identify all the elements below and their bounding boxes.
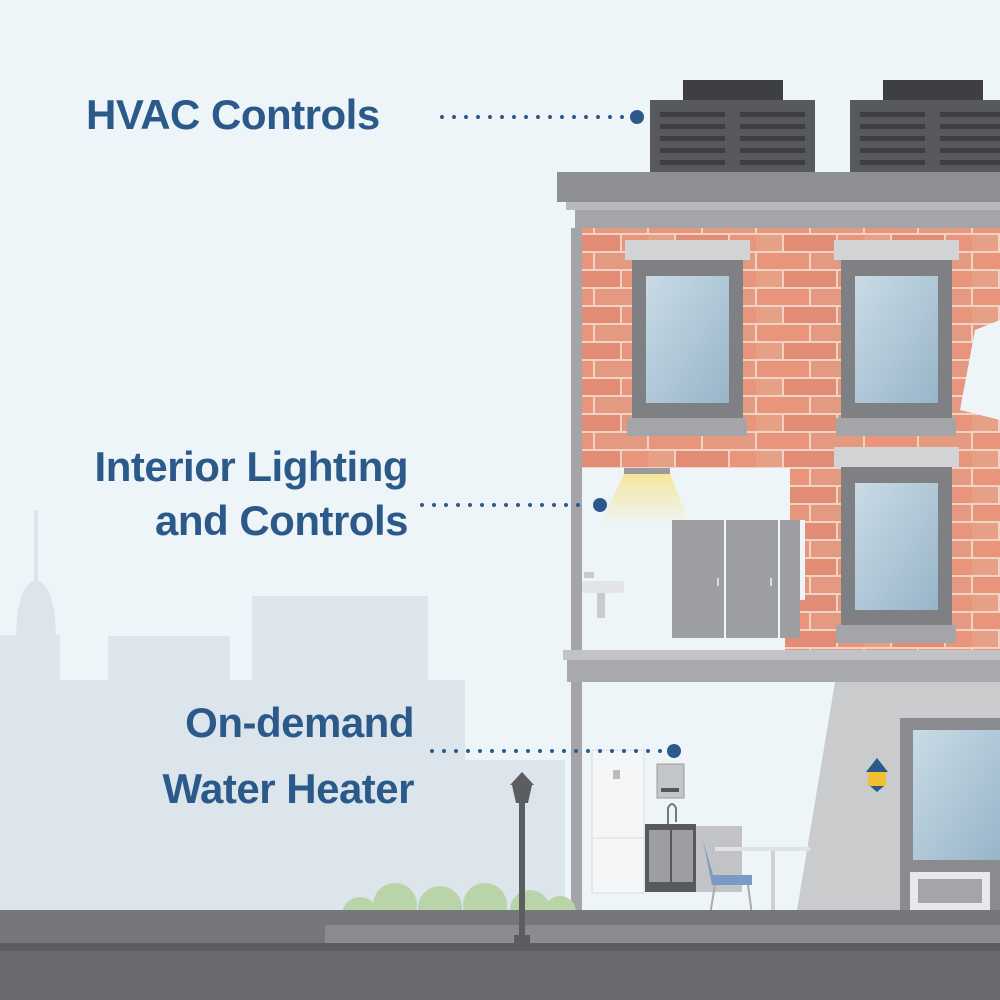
hvac-unit xyxy=(650,80,815,172)
hvac-unit xyxy=(850,80,1000,172)
water-heater-label-line1: On-demand xyxy=(185,699,414,746)
street-lamp xyxy=(510,772,534,945)
lighting-leader xyxy=(420,498,607,512)
sink xyxy=(582,572,624,618)
kitchen-counter xyxy=(645,824,742,892)
cabinets xyxy=(672,520,800,638)
water-heater-icon xyxy=(656,763,685,799)
window xyxy=(625,240,750,436)
interior-lighting-label-line1: Interior Lighting xyxy=(94,443,409,490)
water-heater-leader xyxy=(430,744,681,758)
hvac-leader xyxy=(440,110,644,124)
interior-lighting-label-line2: and Controls xyxy=(155,497,409,544)
door xyxy=(900,718,1000,922)
wall-lamp-icon xyxy=(866,758,888,792)
hvac-controls-label: HVAC Controls xyxy=(86,91,380,138)
water-heater-label: On-demand Water Heater xyxy=(162,690,414,822)
ceiling-light-icon xyxy=(600,468,690,525)
refrigerator xyxy=(591,749,645,894)
hvac-marker-dot xyxy=(630,110,644,124)
lighting-marker-dot xyxy=(593,498,607,512)
water-heater-label-line2: Water Heater xyxy=(162,765,414,812)
water-heater-marker-dot xyxy=(667,744,681,758)
window xyxy=(834,240,959,436)
window xyxy=(834,447,959,643)
interior-lighting-label: Interior Lighting and Controls xyxy=(94,440,409,548)
